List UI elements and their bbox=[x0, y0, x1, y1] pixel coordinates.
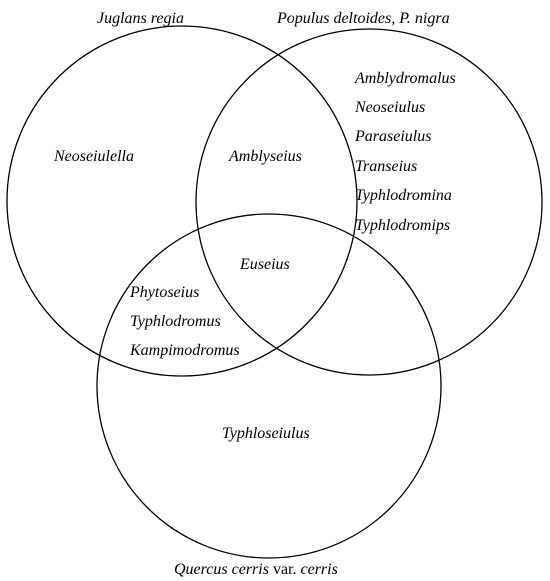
quercus-label-part-1: Quercus cerris bbox=[174, 561, 269, 578]
populus-circle bbox=[195, 28, 543, 376]
genus-label: Amblyseius bbox=[228, 148, 302, 165]
quercus-set-label: Quercus cerris var. cerris bbox=[174, 561, 338, 578]
genus-label: Typhloseiulus bbox=[222, 425, 310, 442]
juglans-set-label: Juglans regia bbox=[97, 10, 184, 27]
genus-label: Typhlodromus bbox=[130, 313, 221, 330]
genus-label: Paraseiulus bbox=[354, 128, 431, 145]
genus-label: Neoseiulus bbox=[354, 99, 425, 116]
quercus-label-part-2: var. bbox=[269, 561, 301, 578]
genus-label: Phytoseius bbox=[129, 284, 199, 301]
populus-set-label: Populus deltoides, P. nigra bbox=[276, 10, 450, 27]
quercus-label-part-3: cerris bbox=[301, 561, 338, 578]
genus-label: Kampimodromus bbox=[129, 342, 240, 359]
genus-label: Typhlodromips bbox=[355, 217, 450, 234]
juglans-circle bbox=[6, 25, 358, 377]
genus-label: Typhlodromina bbox=[355, 187, 452, 204]
genus-label: Neoseiulella bbox=[53, 148, 134, 165]
quercus-circle bbox=[96, 213, 442, 559]
genus-label: Transeius bbox=[355, 158, 417, 175]
genus-label: Euseius bbox=[239, 256, 290, 273]
genus-label: Amblydromalus bbox=[354, 70, 456, 87]
